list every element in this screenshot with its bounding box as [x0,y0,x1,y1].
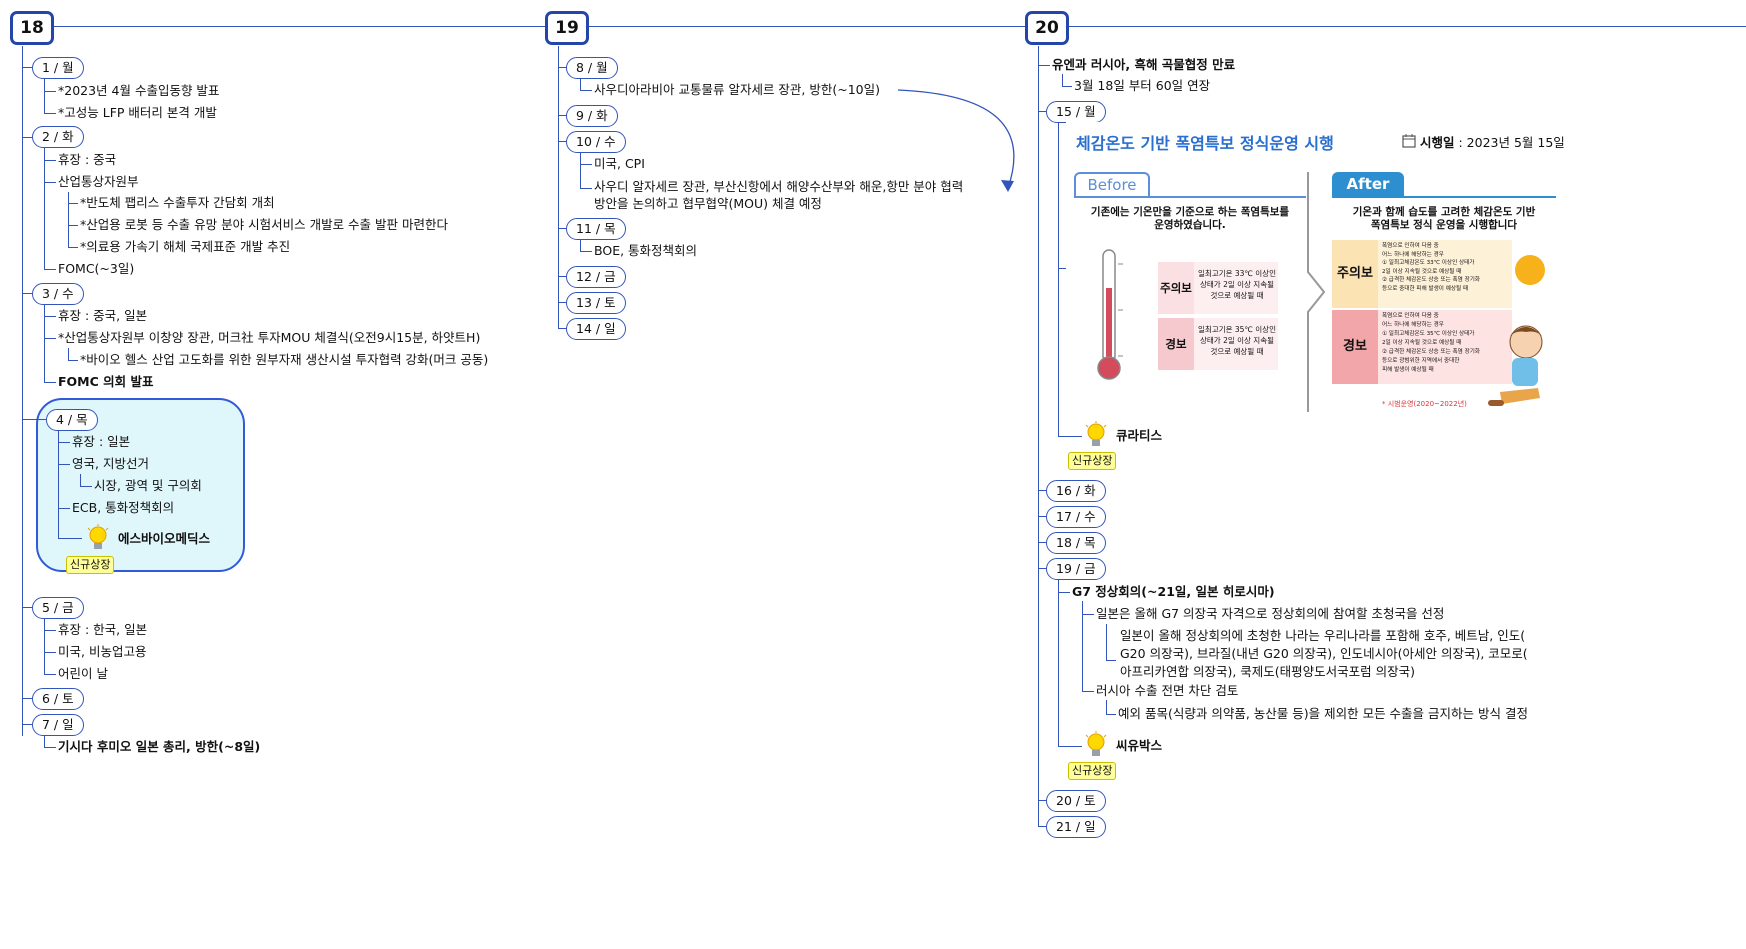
item: 일본이 올해 정상회의에 초청한 나라는 우리나라를 포함해 호주, 베트남, … [1120,628,1528,679]
after-desc: 기온과 함께 습도를 고려한 체감온도 기반 [1352,206,1536,218]
footnote: * 시범운영(2020~2022년) [1382,400,1467,408]
ministry-text: 산업통상자원부 [58,174,139,189]
day-19[interactable]: 19 / 금 [1046,558,1106,580]
day-18[interactable]: 18 / 목 [1046,532,1106,554]
item: 시장, 광역 및 구의회 [94,478,202,493]
day-12[interactable]: 12 / 금 [566,266,626,288]
warning-label: 경보 [1332,310,1378,384]
item: 일본은 올해 G7 의장국 자격으로 정상회의에 참여할 초청국을 선정 [1096,606,1445,621]
divider-chevron [1307,172,1326,412]
item: *바이오 헬스 산업 고도화를 위한 원부자재 생산시설 투자협력 강화(머크 … [80,352,489,367]
item: 미국, 비농업고용 [58,644,147,659]
listing-name: 큐라티스 [1116,428,1163,443]
visit-text: 기시다 후미오 일본 총리, 방한(~8일) [58,739,261,754]
calendar-icon [1402,134,1416,148]
day-9[interactable]: 9 / 화 [566,105,618,127]
day-11[interactable]: 11 / 목 [566,218,626,240]
item: 휴장 : 한국, 일본 [58,622,148,637]
caution-label: 주의보 [1332,240,1378,308]
caution-label: 주의보 [1158,262,1194,314]
day-6[interactable]: 6 / 토 [32,688,84,710]
thermometer-icon [1097,249,1123,380]
after-tab: After [1332,172,1404,196]
day-21[interactable]: 21 / 일 [1046,816,1106,838]
listing-name: 씨유박스 [1116,738,1163,753]
day-13[interactable]: 13 / 토 [566,292,626,314]
date-value: : 2023년 5월 15일 [1458,135,1565,150]
new-listing-badge: 신규상장 [1068,762,1117,780]
item: *고성능 LFP 배터리 본격 개발 [58,105,217,120]
item: 사우디 알자세르 장관, 부산신항에서 해양수산부와 해운,항만 분야 협력 [594,179,964,194]
day-3[interactable]: 3 / 수 [32,283,84,305]
new-listing-badge: 신규상장 [1068,452,1117,470]
week-20-spine [1038,46,1039,826]
grain-deal-text: 유엔과 러시아, 흑해 곡물협정 만료 [1052,57,1236,72]
lightbulb-icon [87,524,109,549]
date-label: 시행일 [1420,135,1455,150]
item: *반도체 팹리스 수출투자 간담회 개최 [80,195,275,210]
listing-name: 에스바이오메딕스 [118,531,211,546]
after-desc: 폭염특보 정식 운영을 시행합니다 [1370,219,1518,231]
item: 사우디아라비아 교통물류 알자세르 장관, 방한(~10일) [594,82,881,97]
week-18-spine [22,46,23,736]
heat-title: 체감온도 기반 폭염특보 정식운영 시행 [1076,134,1334,153]
day-5[interactable]: 5 / 금 [32,597,84,619]
week-19-badge[interactable]: 19 [545,11,589,45]
before-desc: 기존에는 기온만을 기준으로 하는 폭염특보를 [1090,206,1290,218]
link-arrow [897,89,1015,192]
ministry-text: *산업통상자원부 이창양 장관, 머크社 투자MOU 체결식(오전9시15분, … [58,330,481,345]
item: 방안을 논의하고 협무협약(MOU) 체결 예정 [594,196,822,211]
before-tab: Before [1074,172,1150,196]
day-20[interactable]: 20 / 토 [1046,790,1106,812]
item: 미국, CPI [594,156,645,171]
person-illustration [1488,325,1543,406]
fomc-text: FOMC 의회 발표 [58,374,154,389]
item: 예외 품목(식량과 의약품, 농산물 등)을 제외한 모든 수출을 금지하는 방… [1118,706,1528,721]
sun-icon [1515,255,1545,285]
item: 러시아 수출 전면 차단 검토 [1096,683,1239,698]
warning-label: 경보 [1158,318,1194,370]
holiday-text: 휴장 : 중국, 일본 [58,308,148,323]
day-15[interactable]: 15 / 월 [1046,101,1106,123]
day-17[interactable]: 17 / 수 [1046,506,1106,528]
day-2[interactable]: 2 / 화 [32,126,84,148]
week-18-badge[interactable]: 18 [10,11,54,45]
lightbulb-icon [1085,421,1107,446]
day-1[interactable]: 1 / 월 [32,57,84,79]
item: 3월 18일 부터 60일 연장 [1074,78,1211,93]
item: 어린이 날 [58,666,108,681]
holiday-text: 휴장 : 중국 [58,152,117,167]
day-10[interactable]: 10 / 수 [566,131,626,153]
fomc-text: FOMC(~3일) [58,261,135,276]
timeline-line [48,26,1746,27]
lightbulb-icon [1085,731,1107,756]
ecb-text: ECB, 통화정책회의 [72,500,175,515]
item: *산업용 로봇 등 수출 유망 분야 시험서비스 개발로 수출 발판 마련한다 [80,217,448,232]
election-text: 영국, 지방선거 [72,456,149,471]
day-8[interactable]: 8 / 월 [566,57,618,79]
item: *2023년 4월 수출입동향 발표 [58,83,220,98]
item: BOE, 통화정책회의 [594,243,698,258]
item: *의료용 가속기 해체 국제표준 개발 추진 [80,239,291,254]
week-20-badge[interactable]: 20 [1025,11,1069,45]
before-desc: 운영하였습니다. [1154,219,1226,231]
day-7[interactable]: 7 / 일 [32,714,84,736]
day-16[interactable]: 16 / 화 [1046,480,1106,502]
g7-text: G7 정상회의(~21일, 일본 히로시마) [1072,584,1275,599]
heatwave-infographic: 체감온도 기반 폭염특보 정식운영 시행 시행일 : 2023년 5월 15일 … [1066,122,1565,412]
holiday-text: 휴장 : 일본 [72,434,131,449]
week-19-spine [558,46,559,328]
new-listing-badge: 신규상장 [66,556,115,574]
day-14[interactable]: 14 / 일 [566,318,626,340]
day-4[interactable]: 4 / 목 [46,409,98,431]
